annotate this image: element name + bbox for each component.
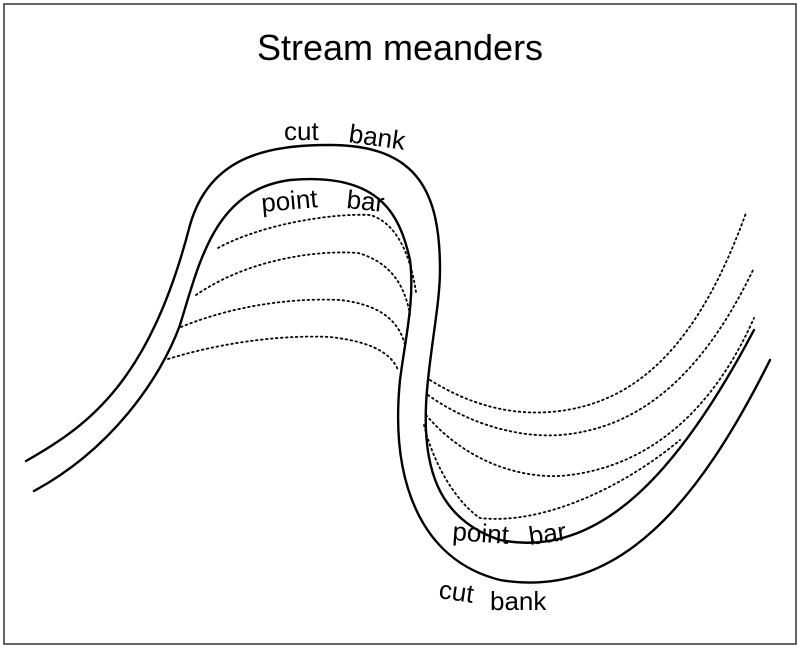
- upper-scroll-bar-line-2: [195, 251, 411, 316]
- upper-bar-label: bar: [345, 184, 386, 218]
- upper-scroll-bar-line-1: [217, 213, 417, 293]
- lower-cut-label: cut: [437, 574, 476, 609]
- lower-scroll-bar-line-3: [425, 317, 755, 477]
- upper-scroll-bar-line-4: [167, 335, 399, 371]
- diagram-title: Stream meanders: [257, 27, 543, 68]
- lower-bar-label: bar: [527, 516, 569, 551]
- channel-inner-bank-line: [32, 177, 772, 584]
- upper-scroll-bar-line-3: [180, 298, 406, 346]
- lower-scroll-bar-line-4: [423, 424, 681, 520]
- lower-scroll-bar-line-1: [429, 212, 747, 414]
- upper-point-label: point: [260, 183, 320, 218]
- lower-bank-label: bank: [490, 586, 547, 616]
- lower-point-label: point: [452, 516, 511, 550]
- upper-cut-label: cut: [284, 116, 319, 146]
- channel-outer-bank-line: [24, 143, 756, 544]
- lower-scroll-bar-line-2: [427, 267, 755, 437]
- diagram-frame: [3, 3, 797, 645]
